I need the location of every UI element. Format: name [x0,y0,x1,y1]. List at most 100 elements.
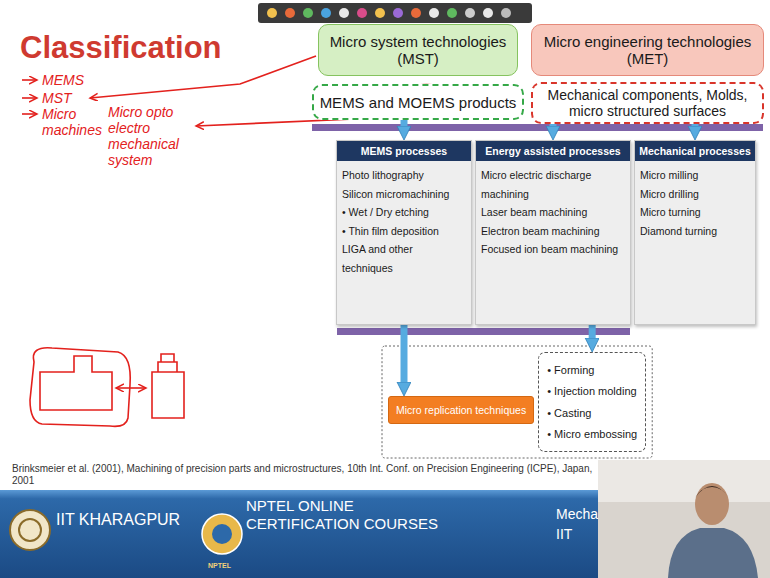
logo-caption: NPTEL [208,562,231,569]
box-text: • Casting [547,407,637,419]
title-holder: Classification [20,30,222,66]
tool-icon [339,8,349,18]
label-holder: IIT [556,526,572,542]
box-text: Micro system technologies (MST) [324,33,512,67]
box-heading: Mechanical processes [635,141,755,161]
product-box: Mechanical components, Molds, micro stru… [531,82,764,124]
box-text: • Forming [547,364,637,376]
technique-list: • Forming • Injection molding • Casting • M… [538,352,646,452]
presenter-body [668,528,758,578]
box-text: • Wet / Dry etching [337,203,471,222]
box-text: Photo lithography [337,166,471,185]
label-holder: MEMS [42,72,84,88]
flow-arrow [550,124,557,126]
presenter-hair [695,486,729,498]
slide-title: Classification [20,30,222,66]
box-heading: Energy assisted processes [476,141,630,161]
tool-icon [285,8,295,18]
presenter-video [598,460,770,578]
handwritten-note: MST [42,90,72,106]
tool-icon [465,8,475,18]
iit-logo [10,510,50,550]
box-text: LIGA and other techniques [337,240,471,277]
box-text: • Injection molding [547,385,637,397]
label-holder: IIT KHARAGPUR [56,511,180,529]
merge-bar [312,124,763,131]
label-holder: NPTEL [208,562,231,569]
nptel-logo [202,514,242,554]
flow-arrow [401,120,408,126]
pen-toolbar [258,3,532,23]
handwritten-note: Micro machines [42,106,104,138]
tool-icon [501,8,511,18]
handwritten-note: Micro opto electro mechanical system [108,104,188,168]
box-text: • Thin film deposition [337,222,471,241]
box-heading: MEMS processes [337,141,471,161]
label-holder: Micro machines [42,106,104,138]
toolbar-icons [267,8,511,18]
box-text: MEMS and MOEMS products [320,94,517,111]
sketch-part [40,356,112,410]
box-text: • Micro embossing [547,428,637,440]
tool-icon [411,8,421,18]
hand-arrow [22,113,37,115]
technology-box: Micro engineering technologies (MET) [531,24,764,76]
label-holder: Mecha [556,506,598,522]
label-holder: Micro opto electro mechanical system [108,104,188,168]
tool-icon [321,8,331,18]
hand-sketch [30,348,184,427]
flow-arrow [589,325,596,338]
footer-text: IIT [556,526,572,542]
logo-ring [19,519,41,541]
label-holder: Brinksmeier et al. (2001), Machining of … [12,463,594,487]
process-box: MEMS processesPhoto lithographySilicon m… [336,140,472,325]
replication-box: Micro replication techniques [388,396,534,424]
video-frame [598,460,770,578]
box-text: Micro replication techniques [396,404,526,416]
tool-icon [303,8,313,18]
box-text: Micro electric discharge machining [476,166,630,203]
tool-icon [357,8,367,18]
box-text: Silicon micromachining [337,185,471,204]
label-holder: NPTEL ONLINE CERTIFICATION COURSES [246,497,461,533]
tool-icon [393,8,403,18]
video-wall [598,460,770,502]
tool-icon [375,8,385,18]
course-banner: NPTEL ONLINE CERTIFICATION COURSES [246,497,461,533]
hand-arrow [22,97,37,99]
sketch-outline [30,348,130,427]
box-text: Micro drilling [635,185,755,204]
logo-disc [10,510,50,550]
label-holder: MST [42,90,72,106]
technology-box: Micro system technologies (MST) [318,24,518,76]
group-outline [382,346,652,458]
box-text: Focused ion beam machining [476,240,630,259]
handwritten-note: MEMS [42,72,84,88]
logo-core [212,524,232,544]
sketch-arrow [116,387,146,389]
product-box: MEMS and MOEMS products [312,84,524,120]
footer-text: Mecha [556,506,598,522]
tool-icon [429,8,439,18]
citation: Brinksmeier et al. (2001), Machining of … [12,463,594,487]
box-text: Laser beam machining [476,203,630,222]
institute-name: IIT KHARAGPUR [56,511,180,529]
box-text: Micro milling [635,166,755,185]
logo-disc [202,514,242,554]
box-text: Micro turning [635,203,755,222]
flow-arrow [401,325,408,382]
process-box: Energy assisted processesMicro electric … [475,140,631,325]
tool-icon [447,8,457,18]
tool-icon [267,8,277,18]
process-box: Mechanical processesMicro millingMicro d… [634,140,756,325]
sketch-part [152,354,184,418]
merge-bar [337,328,630,335]
hand-arrow [22,79,37,81]
flow-arrow [692,124,699,126]
tool-icon [483,8,493,18]
box-text: Electron beam machining [476,222,630,241]
box-text: Diamond turning [635,222,755,241]
presenter-head [695,483,729,525]
box-text: Micro engineering technologies (MET) [535,33,760,67]
